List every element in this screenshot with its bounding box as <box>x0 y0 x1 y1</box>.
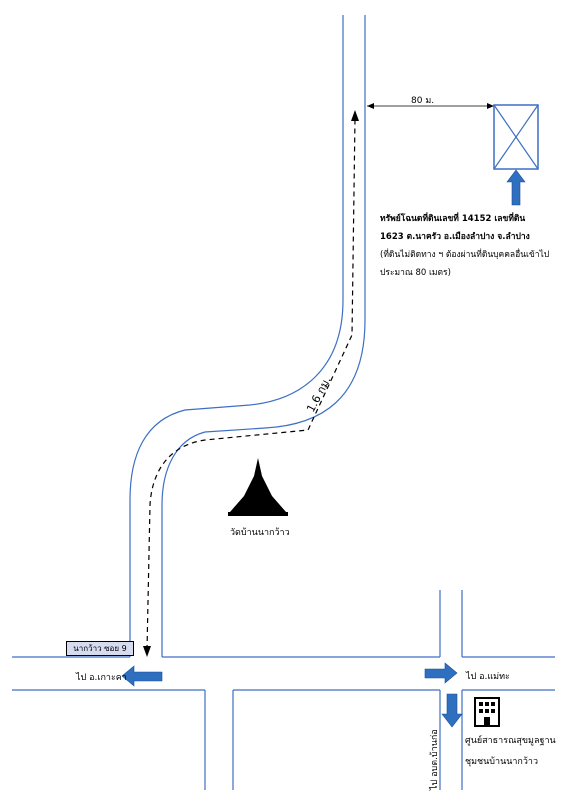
property-desc-line2: 1623 ต.นาครัว อ.เมืองลำปาง จ.ลำปาง <box>380 232 530 242</box>
dashed-route <box>146 117 356 651</box>
route-arrowhead-bottom <box>143 646 151 657</box>
arrow-down-icon <box>441 693 463 728</box>
arrow-left-icon <box>121 665 163 687</box>
arrow-right-icon <box>424 662 458 684</box>
road-edge-left <box>129 15 344 657</box>
distance-arrow-left <box>367 103 374 109</box>
down-direction-label: ไป อบต.บ้านก่อ <box>429 729 440 791</box>
health-center-line2: ชุมชนบ้านนากว้าว <box>465 757 539 767</box>
property-desc-line1: ทรัพย์โฉนดที่ดินเลขที่ 14152 เลขที่ดิน <box>380 214 526 224</box>
health-center-line1: ศูนย์สาธารณสุขมูลฐาน <box>465 736 556 746</box>
property-desc-line3: (ที่ดินไม่ติดทาง ฯ ต้องผ่านที่ดินบุคคลอื… <box>380 250 550 260</box>
building-icon <box>474 697 500 727</box>
property-desc-line4: ประมาณ 80 เมตร) <box>380 268 451 278</box>
temple-stupa-icon <box>228 458 288 516</box>
soi-sign: นากว้าว ซอย 9 <box>66 641 134 656</box>
temple-label: วัดบ้านนากว้าว <box>230 528 290 538</box>
arrow-up-icon <box>506 169 526 206</box>
route-arrowhead-top <box>351 110 359 121</box>
left-direction-label: ไป อ.เกาะคา <box>76 673 127 683</box>
distance-label: 80 ม. <box>411 96 435 106</box>
road-edge-right <box>161 15 366 657</box>
distance-arrow-right <box>487 103 494 109</box>
right-direction-label: ไป อ.แม่ทะ <box>466 672 510 682</box>
plot-marker-icon <box>493 104 539 170</box>
